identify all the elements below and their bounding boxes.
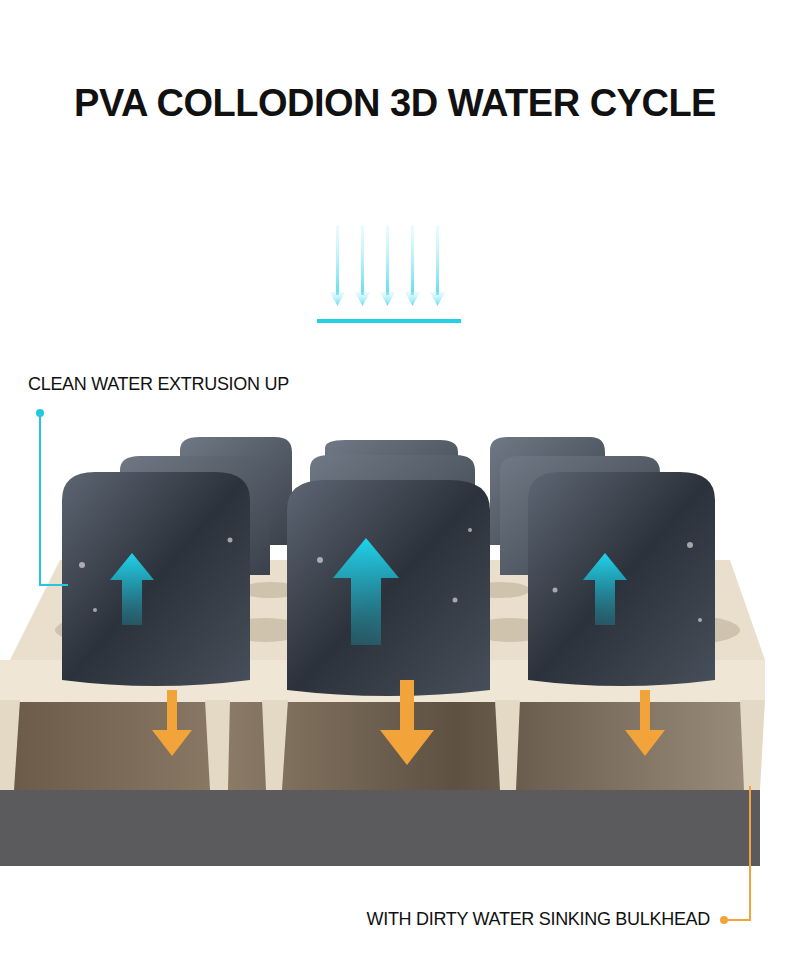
water-surface bbox=[317, 319, 461, 323]
clean-water-arrows bbox=[110, 538, 627, 645]
title: PVA COLLODION 3D WATER CYCLE bbox=[0, 82, 790, 125]
dirty-water-arrows bbox=[152, 680, 665, 765]
callout-label: CLEAN WATER EXTRUSION UP bbox=[28, 374, 289, 395]
callout-label: WITH DIRTY WATER SINKING BULKHEAD bbox=[367, 909, 710, 930]
base-floor bbox=[0, 790, 760, 866]
sponge-cubes-front bbox=[62, 472, 715, 696]
leader-line-dirty bbox=[720, 786, 750, 924]
leader-line-clean bbox=[36, 409, 68, 585]
water-arrows bbox=[330, 225, 445, 306]
